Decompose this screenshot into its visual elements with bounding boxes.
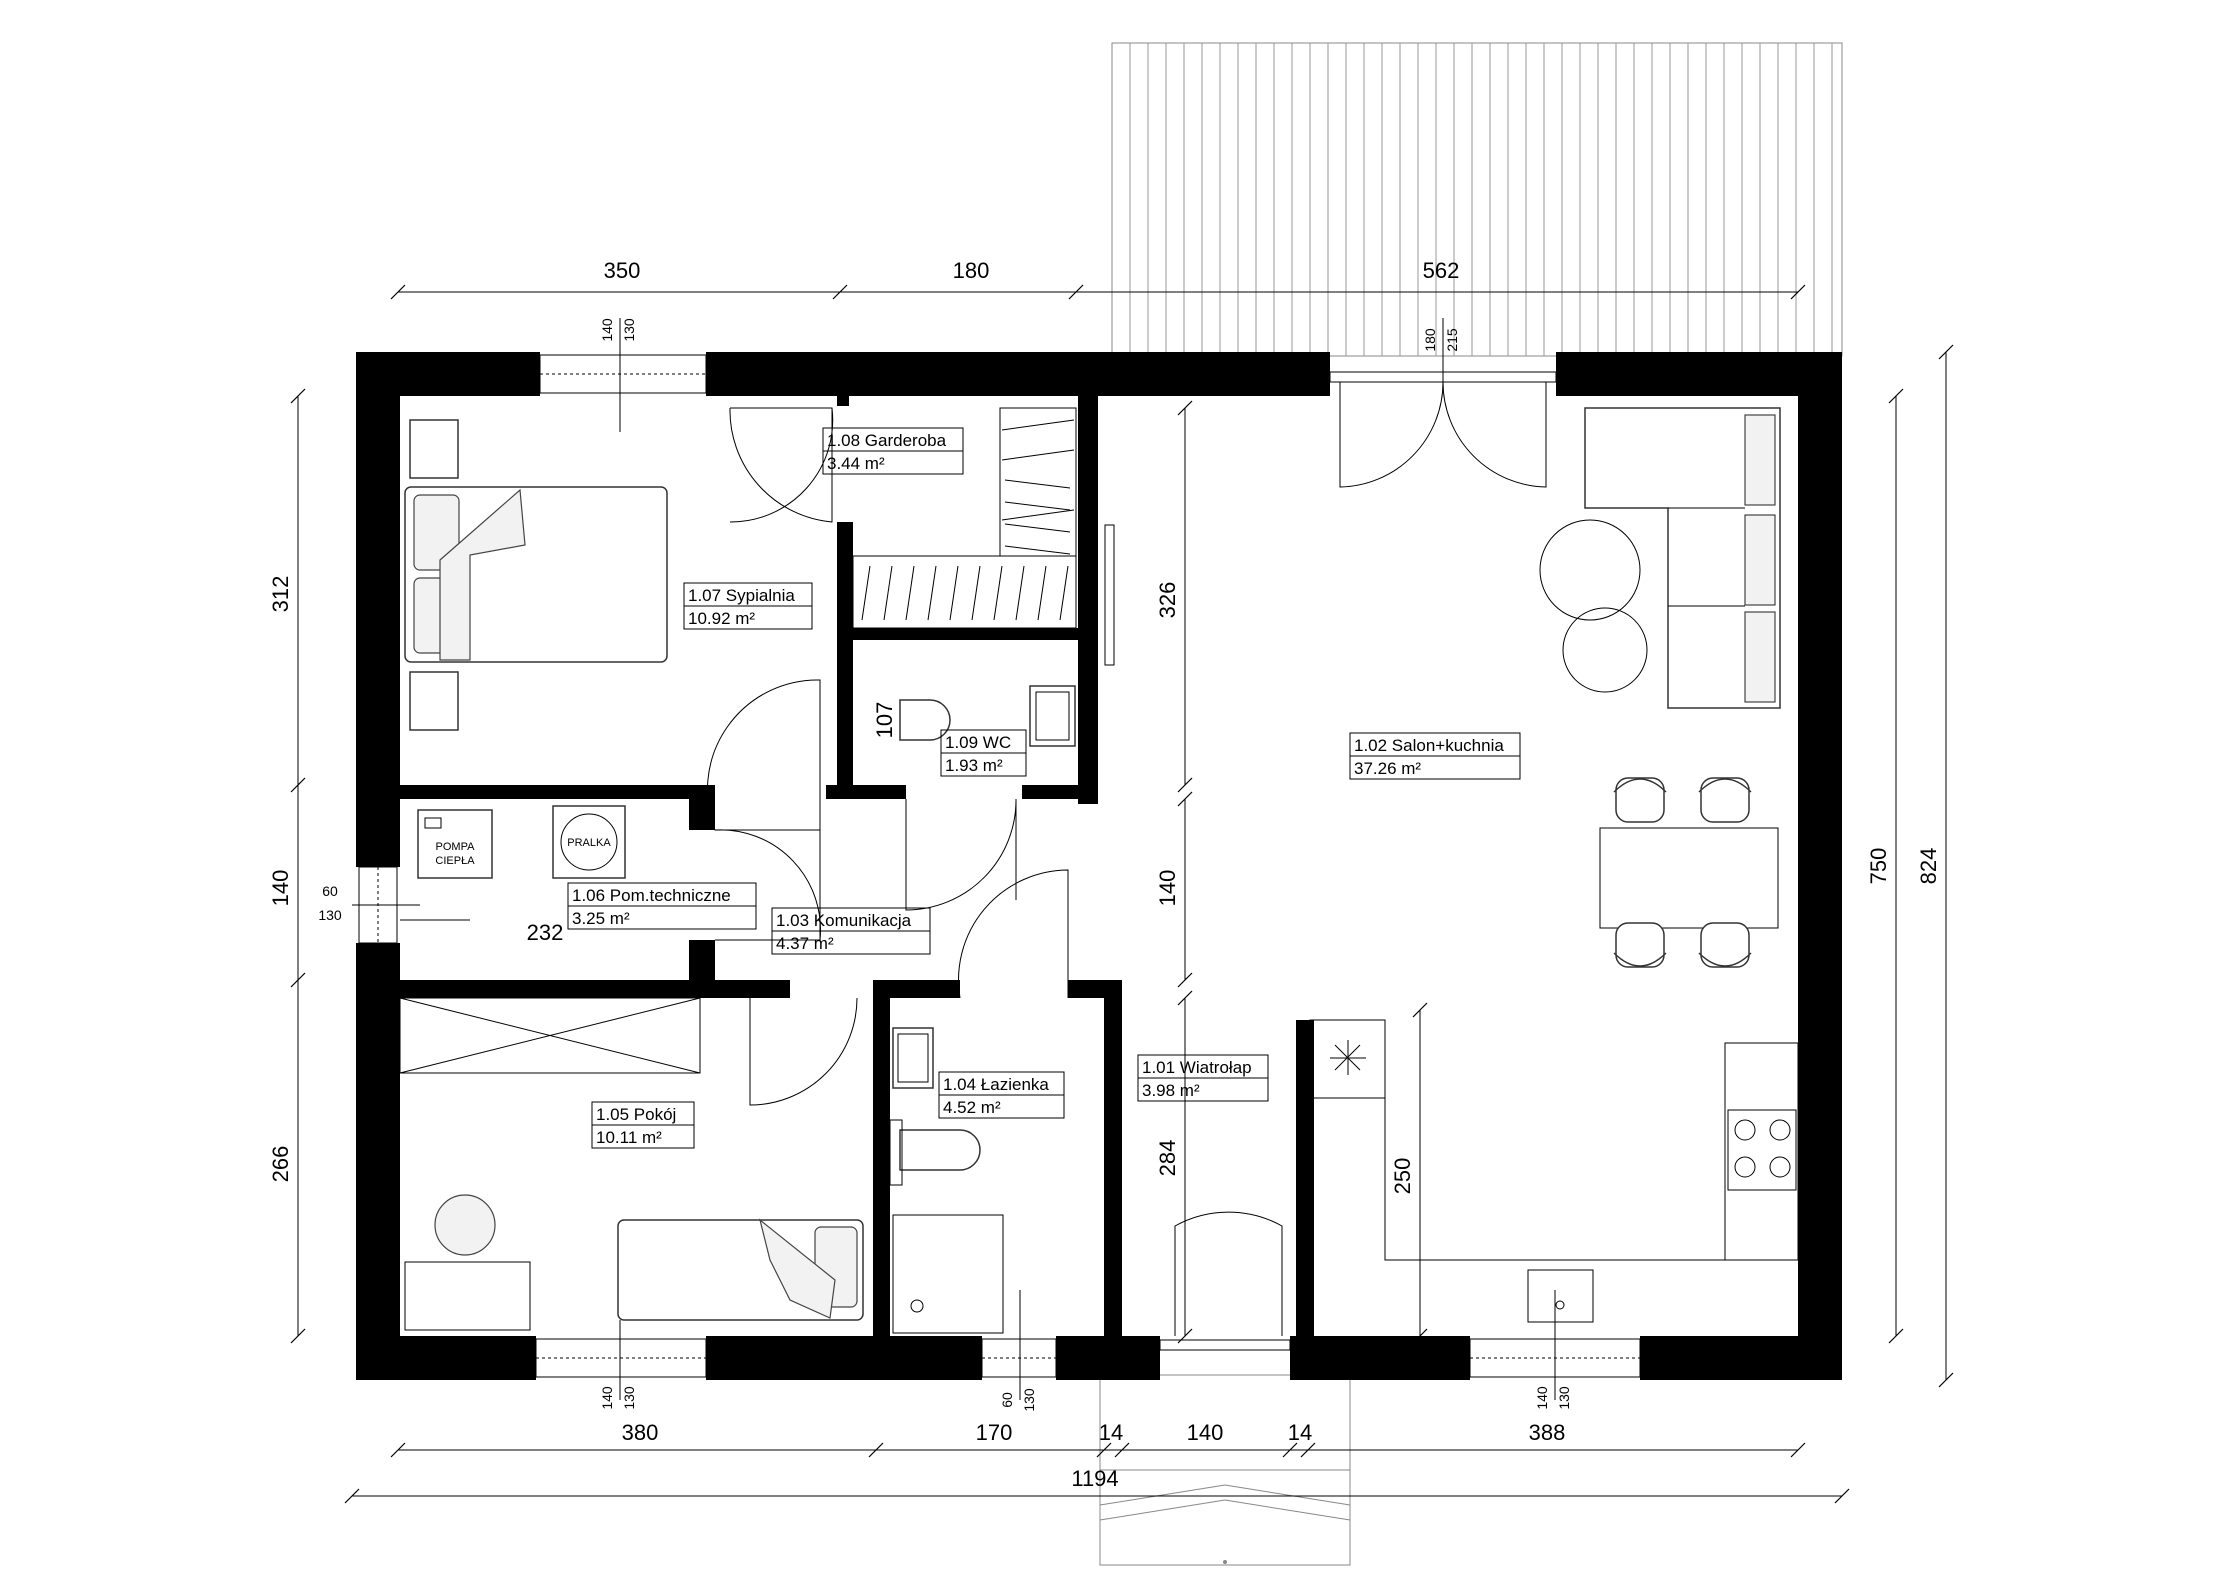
room-name: 1.01 Wiatrołap bbox=[1142, 1058, 1252, 1077]
room-name: 1.08 Garderoba bbox=[827, 431, 947, 450]
dim-terrace-door-h: 215 bbox=[1444, 328, 1460, 352]
living-furniture bbox=[1309, 407, 1799, 1323]
room-label-1.01: 1.01 Wiatrołap 3.98 m² bbox=[1137, 1054, 1269, 1102]
dim-wardrobe-depth: 326 bbox=[1155, 582, 1180, 619]
bathroom-furniture bbox=[889, 1027, 1004, 1334]
room-area: 3.44 m² bbox=[827, 454, 885, 473]
dim-kitchen: 250 bbox=[1390, 1158, 1415, 1195]
dim-left-3: 266 bbox=[268, 1146, 293, 1183]
dim-bedroom-window-h: 130 bbox=[621, 318, 637, 342]
heat-pump-label-1: POMPA bbox=[436, 841, 476, 853]
dim-bath-window-h: 130 bbox=[1021, 1388, 1037, 1412]
dim-tech-window-w: 60 bbox=[322, 883, 338, 899]
room-name: 1.07 Sypialnia bbox=[688, 586, 795, 605]
room-name: 1.04 Łazienka bbox=[943, 1075, 1049, 1094]
room-furniture bbox=[399, 997, 864, 1331]
entrance-steps bbox=[1099, 1374, 1351, 1566]
dim-kitchen-window-w: 140 bbox=[1534, 1386, 1550, 1410]
room-label-1.09: 1.09 WC 1.93 m² bbox=[940, 729, 1027, 777]
dim-wc-height: 107 bbox=[872, 702, 897, 739]
dim-hall: 284 bbox=[1155, 1140, 1180, 1177]
room-name: 1.03 Komunikacja bbox=[776, 911, 912, 930]
entrance-door-frame bbox=[1159, 1339, 1291, 1351]
dim-bottom-1: 380 bbox=[622, 1420, 659, 1445]
dim-right-inner: 750 bbox=[1866, 848, 1891, 885]
window-bedroom bbox=[539, 354, 707, 394]
wc-furniture bbox=[899, 685, 1076, 747]
doors[interactable] bbox=[706, 381, 1547, 1336]
walls bbox=[356, 352, 1842, 1380]
dining-chair bbox=[1613, 777, 1667, 823]
dim-bath-window-w: 60 bbox=[999, 1392, 1015, 1408]
room-area: 4.37 m² bbox=[776, 934, 834, 953]
room-area: 37.26 m² bbox=[1354, 759, 1421, 778]
window-room bbox=[535, 1338, 707, 1378]
room-name: 1.06 Pom.techniczne bbox=[572, 886, 731, 905]
dim-top-1: 350 bbox=[604, 258, 641, 283]
room-area: 3.98 m² bbox=[1142, 1081, 1200, 1100]
room-label-1.08: 1.08 Garderoba 3.44 m² bbox=[822, 427, 964, 475]
dim-bottom-2: 170 bbox=[976, 1420, 1013, 1445]
tech-furniture: POMPA CIEPŁA PRALKA bbox=[400, 805, 626, 921]
bedroom-furniture bbox=[404, 419, 668, 731]
dim-top-2: 180 bbox=[953, 258, 990, 283]
dim-terrace-door-w: 180 bbox=[1422, 328, 1438, 352]
room-label-1.02: 1.02 Salon+kuchnia 37.26 m² bbox=[1349, 732, 1521, 780]
room-area: 4.52 m² bbox=[943, 1098, 1001, 1117]
dim-tech-window-h: 130 bbox=[318, 907, 342, 923]
dim-bottom-6: 388 bbox=[1529, 1420, 1566, 1445]
wardrobe-furniture bbox=[852, 407, 1115, 666]
room-label-1.03: 1.03 Komunikacja 4.37 m² bbox=[771, 907, 931, 955]
dim-corridor: 140 bbox=[1155, 870, 1180, 907]
terrace bbox=[1111, 42, 1843, 357]
dim-top-3: 562 bbox=[1423, 258, 1460, 283]
washer-label: PRALKA bbox=[567, 837, 611, 849]
room-name: 1.05 Pokój bbox=[596, 1105, 676, 1124]
heat-pump-label-2: CIEPŁA bbox=[435, 855, 475, 867]
room-labels: 1.01 Wiatrołap 3.98 m² 1.02 Salon+kuchni… bbox=[567, 427, 1521, 1149]
dim-left-2: 140 bbox=[268, 870, 293, 907]
dining-chair bbox=[1698, 777, 1752, 823]
dining-chair bbox=[1613, 922, 1667, 968]
room-area: 10.11 m² bbox=[596, 1128, 662, 1147]
room-area: 3.25 m² bbox=[572, 909, 630, 928]
dim-kitchen-window-h: 130 bbox=[1556, 1386, 1572, 1410]
room-name: 1.09 WC bbox=[945, 733, 1011, 752]
dim-bottom-4: 140 bbox=[1187, 1420, 1224, 1445]
room-label-1.06: 1.06 Pom.techniczne 3.25 m² bbox=[567, 882, 757, 930]
room-label-1.07: 1.07 Sypialnia 10.92 m² bbox=[683, 582, 813, 630]
dim-room-window-h: 130 bbox=[621, 1386, 637, 1410]
room-area: 10.92 m² bbox=[688, 609, 755, 628]
window-bath bbox=[981, 1338, 1057, 1378]
dim-bedroom-window-w: 140 bbox=[599, 318, 615, 342]
dim-right-outer: 824 bbox=[1916, 848, 1941, 885]
dimension-lines: 350 180 562 380 170 14 140 14 388 1194 3… bbox=[268, 258, 1954, 1504]
dim-total-width: 1194 bbox=[1071, 1466, 1118, 1491]
room-label-1.05: 1.05 Pokój 10.11 m² bbox=[591, 1101, 695, 1149]
dim-bottom-5: 14 bbox=[1288, 1420, 1312, 1445]
room-label-1.04: 1.04 Łazienka 4.52 m² bbox=[938, 1071, 1065, 1119]
room-name: 1.02 Salon+kuchnia bbox=[1354, 736, 1504, 755]
dim-tech-room: 232 bbox=[527, 920, 564, 945]
dining-chair bbox=[1698, 922, 1752, 968]
room-area: 1.93 m² bbox=[945, 756, 1003, 775]
dim-room-window-w: 140 bbox=[599, 1386, 615, 1410]
dim-left-1: 312 bbox=[268, 576, 293, 613]
dim-bottom-3: 14 bbox=[1099, 1420, 1123, 1445]
